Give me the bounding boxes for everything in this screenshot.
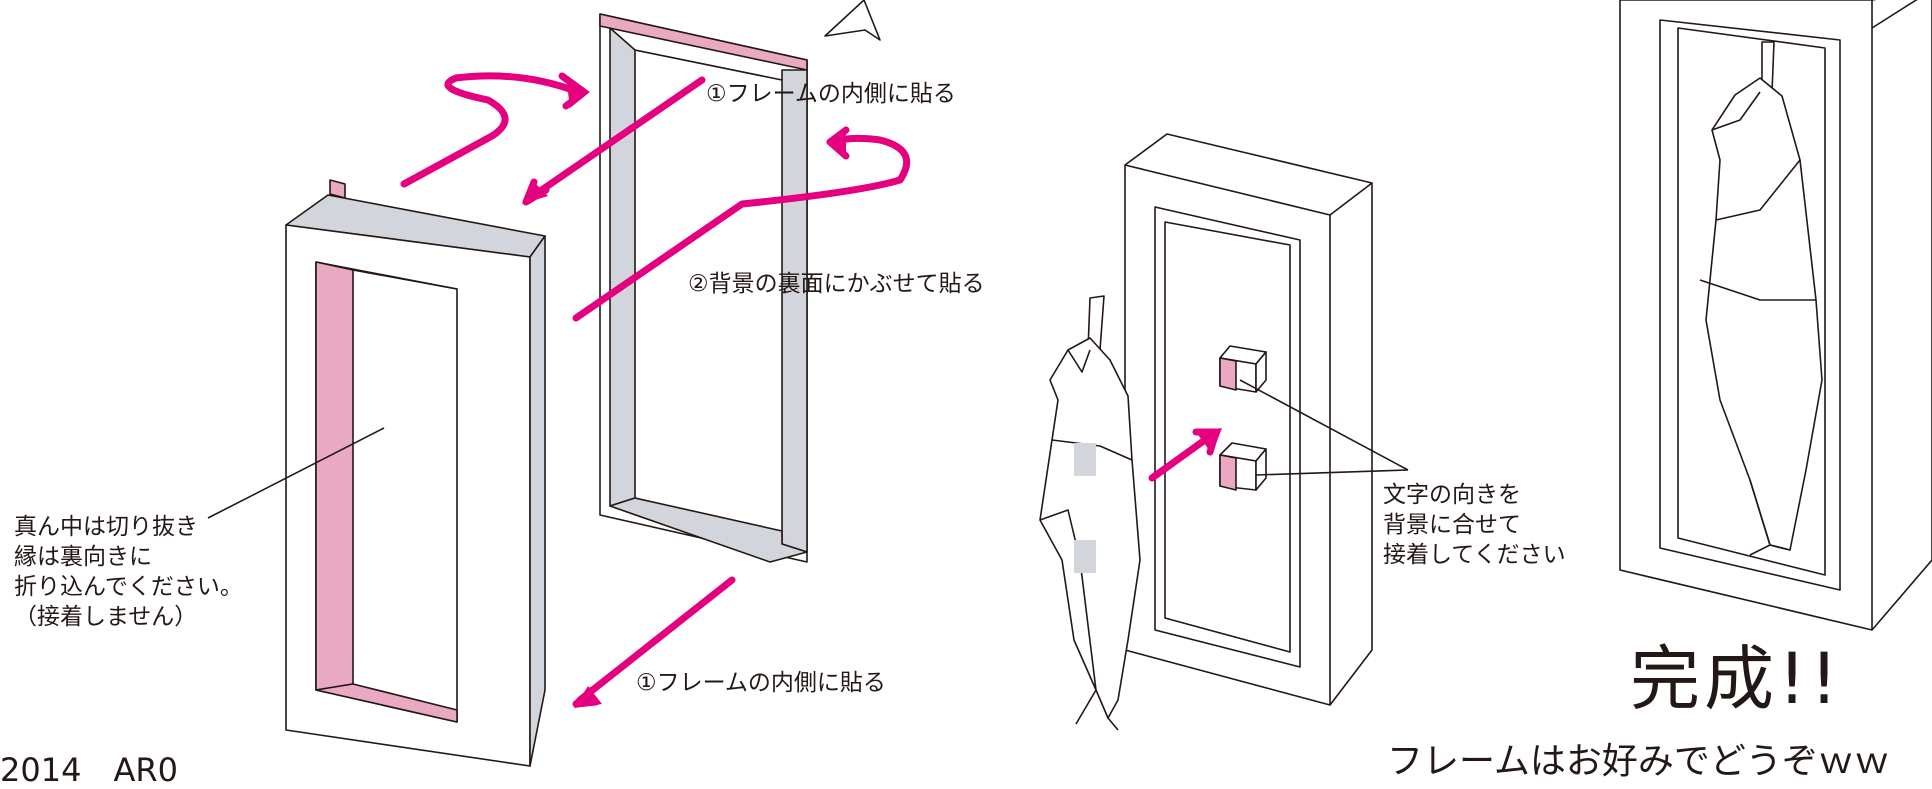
complete-heading: 完成!! bbox=[1630, 638, 1843, 720]
cube-bottom bbox=[1219, 442, 1267, 491]
cutout-note-line-4: （接着しません） bbox=[14, 604, 198, 630]
front-frame-piece bbox=[285, 179, 546, 767]
cutout-note-line-3: 折り込んでください。 bbox=[14, 574, 243, 600]
copyright-text: 2014 AR0 bbox=[0, 751, 178, 789]
label-frame-inner-top: ①フレームの内側に貼る bbox=[706, 81, 956, 107]
text-direction-note: 文字の向きを 背景に合せて 接着してください bbox=[1383, 480, 1566, 570]
frame-preference-note: フレームはお好みでどうぞｗｗ bbox=[1387, 741, 1890, 782]
text-direction-line-2: 背景に合せて bbox=[1383, 512, 1521, 538]
text-direction-line-3: 接着してください bbox=[1383, 542, 1566, 568]
cutout-note-line-2: 縁は裏向きに bbox=[14, 544, 152, 570]
cube-top bbox=[1219, 345, 1267, 393]
fish-figure-small bbox=[1039, 295, 1141, 731]
cutout-note: 真ん中は切り抜き 縁は裏向きに 折り込んでください。 （接着しません） bbox=[14, 512, 243, 632]
arrowheads bbox=[522, 76, 1222, 708]
completed-frame bbox=[1619, 0, 1932, 631]
back-panel-piece bbox=[599, 13, 808, 563]
assembly-diagram bbox=[207, 0, 1932, 767]
cutout-note-line-1: 真ん中は切り抜き bbox=[14, 514, 198, 540]
label-background-back: ②背景の裏面にかぶせて貼る bbox=[688, 271, 985, 297]
label-frame-inner-bottom: ①フレームの内側に貼る bbox=[636, 670, 886, 696]
text-direction-line-1: 文字の向きを bbox=[1383, 482, 1521, 508]
assembly-frame bbox=[1124, 133, 1373, 706]
